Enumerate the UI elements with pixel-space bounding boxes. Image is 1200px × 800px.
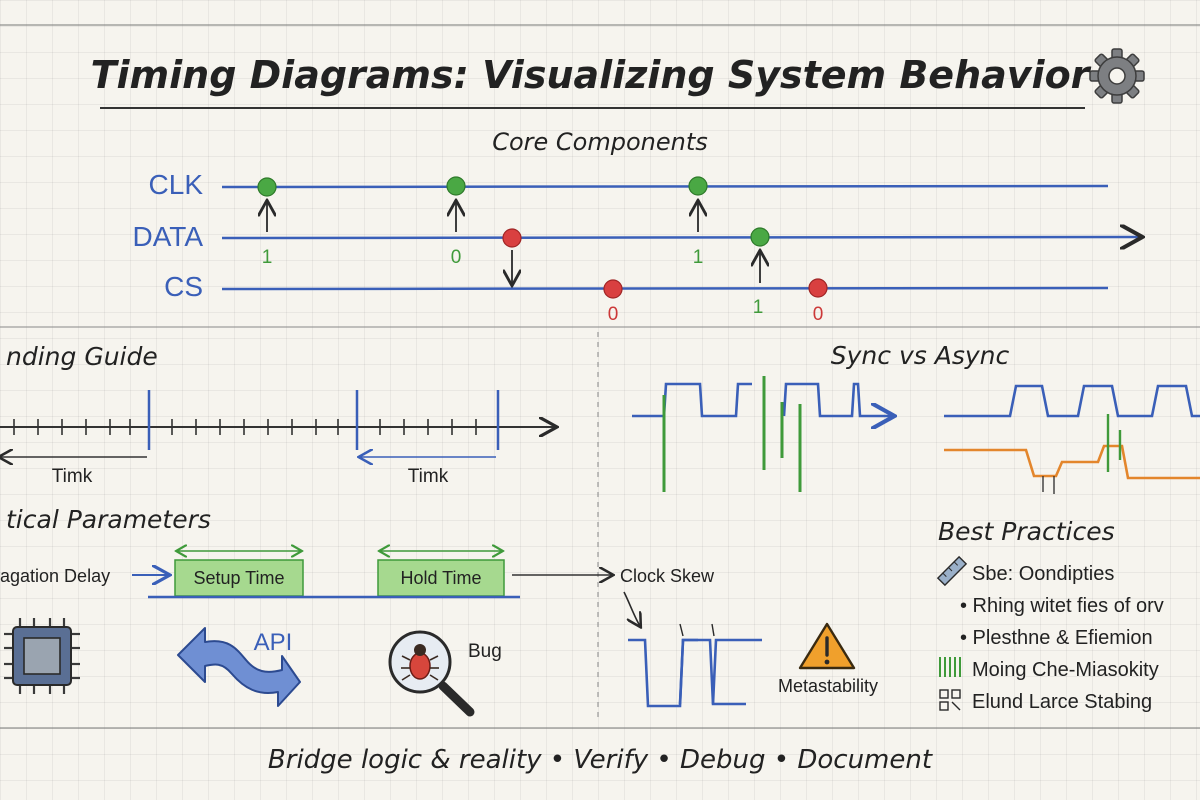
async-waveform bbox=[944, 384, 1200, 494]
api-label: API bbox=[254, 629, 293, 656]
clock-skew-waveform bbox=[623, 591, 762, 708]
cs-marker bbox=[603, 279, 623, 299]
cs-marker bbox=[808, 278, 828, 298]
cs-line bbox=[221, 286, 1109, 291]
parameters-heading: tical Parameters bbox=[6, 505, 211, 534]
footer-tagline: Bridge logic & reality • Verify • Debug … bbox=[268, 745, 933, 775]
cs-value: 0 bbox=[813, 304, 824, 325]
page-title: Timing Diagrams: Visualizing System Beha… bbox=[91, 53, 1092, 97]
signal-label-data: DATA bbox=[132, 221, 203, 252]
grid-glyph-icon bbox=[939, 689, 961, 711]
api-arrows-icon bbox=[177, 627, 301, 707]
clock-skew-label: Clock Skew bbox=[620, 566, 715, 586]
chip-icon bbox=[4, 618, 80, 694]
bars-icon bbox=[939, 657, 961, 677]
core-heading: Core Components bbox=[492, 128, 708, 156]
sync-waveform bbox=[632, 376, 892, 492]
parameters-diagram: agation Delay Setup Time Hold Time Clock… bbox=[0, 551, 715, 599]
signal-label-clk: CLK bbox=[149, 169, 204, 200]
bug-magnifier-icon bbox=[388, 630, 475, 717]
hold-time-box bbox=[377, 559, 505, 597]
clk-edge-marker bbox=[446, 176, 466, 196]
best-practices-list: Sbe: Oondipties • Rhing witet fies of or… bbox=[936, 555, 1164, 713]
best-practice-item: Elund Larce Stabing bbox=[972, 691, 1152, 713]
span-label-left: Timk bbox=[52, 466, 93, 487]
ruler-icon bbox=[936, 555, 968, 587]
data-line bbox=[221, 237, 1140, 238]
span-label-right: Timk bbox=[408, 466, 449, 487]
sync-heading: Sync vs Async bbox=[831, 341, 1010, 370]
best-practices-heading: Best Practices bbox=[938, 517, 1115, 546]
warning-icon bbox=[798, 622, 856, 670]
best-practice-item: • Rhing witet fies of orv bbox=[960, 595, 1164, 617]
clk-edge-marker bbox=[688, 176, 708, 196]
metastability-label: Metastability bbox=[778, 676, 878, 696]
core-waveforms: CLK DATA CS 1 0 1 0 1 0 bbox=[132, 169, 1140, 325]
axis-markers bbox=[147, 390, 500, 450]
cs-value: 0 bbox=[608, 304, 619, 325]
reading-timeline: Timk Timk bbox=[0, 390, 555, 487]
best-practice-item: Moing Che-Miasokity bbox=[972, 659, 1159, 681]
data-rising-marker bbox=[750, 227, 770, 247]
best-practice-item: Sbe: Oondipties bbox=[972, 563, 1114, 585]
clk-line bbox=[221, 184, 1109, 189]
setup-time-label: Setup Time bbox=[193, 568, 284, 588]
best-practice-item: • Plesthne & Efiemion bbox=[960, 627, 1153, 649]
hold-time-label: Hold Time bbox=[400, 568, 481, 588]
clk-edge-value: 0 bbox=[451, 247, 462, 268]
bug-label: Bug bbox=[468, 641, 502, 662]
clk-edge-value: 1 bbox=[262, 247, 273, 268]
clk-edge-value: 1 bbox=[693, 247, 704, 268]
clk-edge-marker bbox=[257, 177, 277, 197]
data-falling-marker bbox=[502, 228, 522, 248]
signal-label-cs: CS bbox=[164, 271, 203, 302]
gear-icon bbox=[1089, 48, 1145, 104]
cs-value: 1 bbox=[753, 297, 764, 318]
axis-ticks bbox=[13, 419, 477, 435]
propagation-delay-label: agation Delay bbox=[0, 566, 110, 586]
reading-guide-heading: nding Guide bbox=[6, 342, 158, 371]
